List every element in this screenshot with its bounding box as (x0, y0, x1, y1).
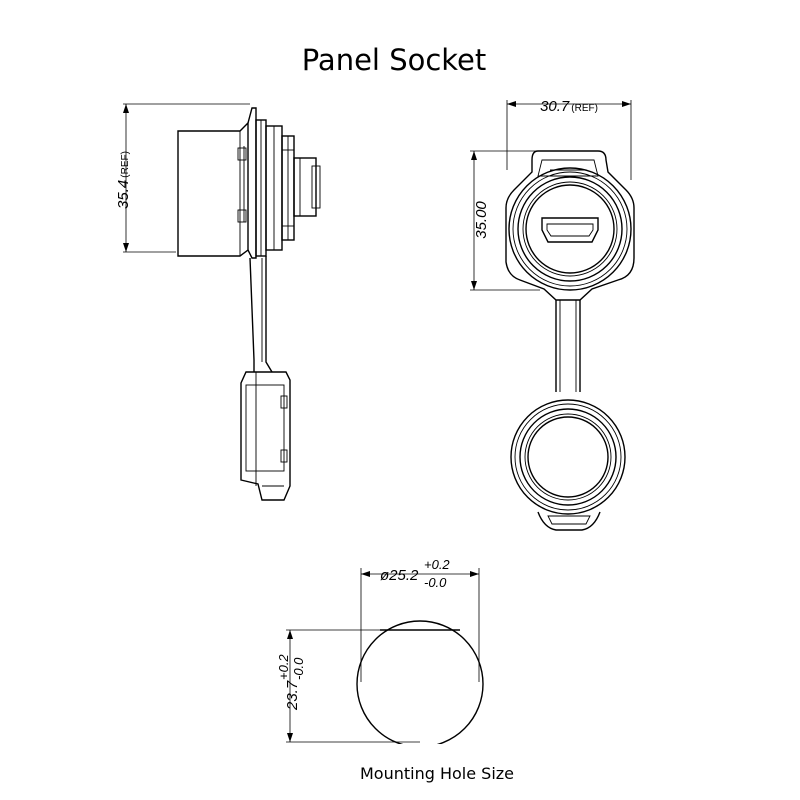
front-height-value: 35.00 (473, 201, 490, 239)
mounting-hole: ø25.2 +0.2 -0.0 23.7 +0.2 -0.0 (276, 557, 484, 744)
hole-diameter-value: ø25.2 (380, 567, 419, 584)
front-width-note: (REF) (571, 103, 598, 114)
hole-flat-value: 23.7 (284, 680, 301, 711)
hole-flat-tol-minus: -0.0 (291, 657, 306, 680)
drawing-title: Panel Socket (302, 43, 487, 77)
hole-diameter-tol-minus: -0.0 (424, 575, 447, 590)
svg-text:35.4(REF): 35.4 (REF) (115, 151, 132, 209)
front-view: 30.7(REF) 35.00 (470, 98, 635, 531)
svg-text:30.7(REF): 30.7(REF) (540, 98, 598, 115)
side-height-note: (REF) (120, 151, 131, 178)
hole-flat-tol-plus: +0.2 (276, 654, 291, 680)
hole-diameter-tol-plus: +0.2 (424, 557, 450, 572)
mounting-hole-caption: Mounting Hole Size (360, 764, 514, 783)
front-width-value: 30.7 (540, 98, 570, 115)
side-view: 35.4 (REF) (115, 103, 321, 501)
side-height-value: 35.4 (115, 180, 132, 209)
